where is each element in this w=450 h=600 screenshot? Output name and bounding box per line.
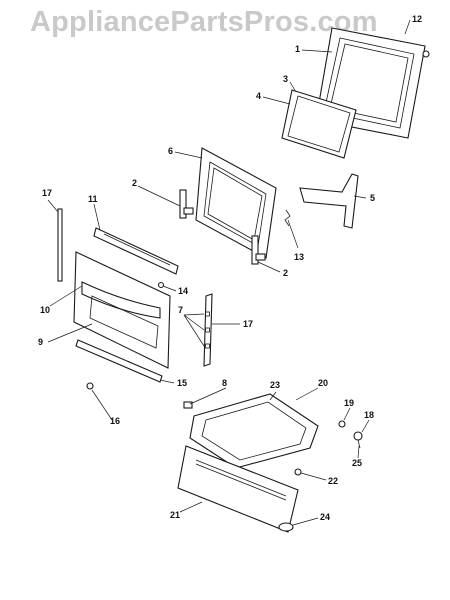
callout-1: 1 [295, 44, 300, 54]
part-vent-trim [93, 227, 179, 275]
watermark-text: AppliancePartsPros.com [30, 6, 378, 38]
callout-10: 10 [40, 305, 50, 315]
callout-15: 15 [177, 378, 187, 388]
part-drawer-front [177, 445, 299, 533]
callout-17-left: 17 [42, 188, 52, 198]
callout-20: 20 [318, 378, 328, 388]
part-drawer-box [189, 393, 319, 469]
part-foot-24 [278, 522, 294, 532]
part-bottom-trim [75, 339, 163, 383]
callout-8: 8 [222, 378, 227, 388]
part-roller-22 [294, 468, 302, 476]
callout-23: 23 [270, 380, 280, 390]
callout-7: 7 [178, 305, 183, 315]
part-screw-14 [157, 281, 165, 289]
part-inner-door-frame [195, 147, 277, 259]
part-insulation-bracket [299, 173, 359, 229]
callout-2-lower: 2 [283, 268, 288, 278]
part-clip [284, 209, 291, 227]
callout-24: 24 [320, 512, 330, 522]
callout-5: 5 [370, 193, 375, 203]
callout-22: 22 [328, 476, 338, 486]
part-hinge-upper [179, 189, 194, 219]
part-screw-12 [422, 50, 430, 58]
leader-lines [47, 19, 411, 526]
part-outer-door [73, 251, 171, 369]
callout-17-right: 17 [243, 319, 253, 329]
callout-16: 16 [110, 416, 120, 426]
part-door-strip-right [203, 293, 213, 367]
callout-3: 3 [283, 74, 288, 84]
callout-12: 12 [412, 14, 422, 24]
callout-9: 9 [38, 337, 43, 347]
callout-25: 25 [352, 458, 362, 468]
callout-2-upper: 2 [132, 178, 137, 188]
callout-11: 11 [88, 194, 98, 204]
callout-19: 19 [344, 398, 354, 408]
callout-13: 13 [294, 252, 304, 262]
callout-4: 4 [256, 91, 261, 101]
part-hinge-lower [251, 235, 266, 265]
part-fastener-18 [353, 431, 363, 449]
callout-labels: 1 12 3 4 6 5 2 2 13 17 11 10 9 14 7 17 1… [38, 14, 422, 522]
callout-18: 18 [364, 410, 374, 420]
part-screw-16 [86, 382, 94, 390]
part-slide-block [183, 401, 193, 409]
callout-6: 6 [168, 146, 173, 156]
part-fastener-19 [338, 420, 346, 428]
part-door-rod-left [57, 208, 63, 282]
callout-21: 21 [170, 510, 180, 520]
callout-14: 14 [178, 286, 188, 296]
part-door-glass [281, 89, 357, 159]
